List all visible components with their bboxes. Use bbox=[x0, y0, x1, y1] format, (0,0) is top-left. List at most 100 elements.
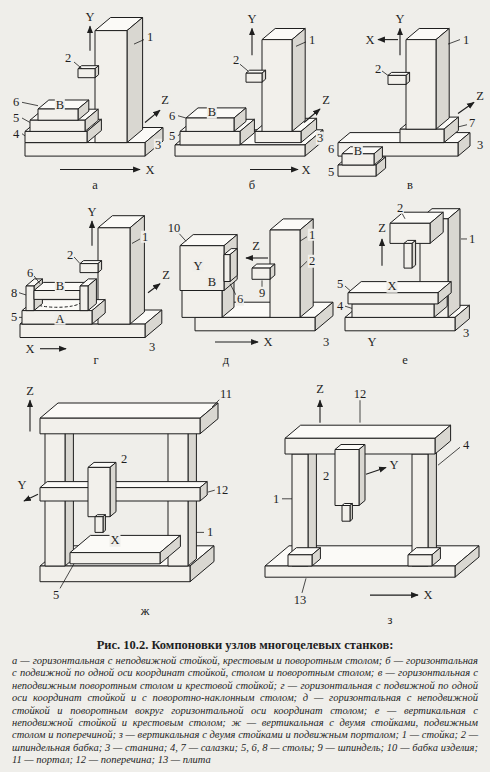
callout-label: 2 bbox=[64, 51, 72, 64]
axis-arrow bbox=[381, 239, 382, 266]
block-side bbox=[78, 100, 89, 120]
callout-label: X bbox=[109, 534, 120, 547]
callout-label: 12 bbox=[215, 484, 230, 497]
block-front bbox=[252, 268, 270, 279]
block-side bbox=[448, 209, 460, 318]
leader-line bbox=[300, 261, 307, 268]
callout-label: 5 bbox=[168, 130, 176, 143]
axis-arrow bbox=[370, 595, 418, 596]
callout-label: 2 bbox=[322, 470, 330, 483]
leader-line bbox=[22, 134, 25, 136]
block-front bbox=[78, 69, 95, 78]
callout-label: Y bbox=[388, 459, 399, 472]
block-front bbox=[186, 118, 234, 131]
block-front bbox=[25, 131, 87, 142]
leader-line bbox=[382, 71, 388, 75]
block-front bbox=[195, 317, 315, 330]
callout-label: Y bbox=[16, 479, 27, 492]
leader-line bbox=[448, 40, 460, 44]
callout-label: з bbox=[387, 614, 394, 627]
block-front bbox=[255, 131, 301, 142]
block-front bbox=[95, 517, 103, 533]
axis-arrow bbox=[251, 28, 252, 55]
callout-label: B bbox=[207, 275, 217, 288]
callout-label: 8 bbox=[10, 286, 18, 299]
block-side bbox=[127, 18, 143, 143]
block-front bbox=[25, 143, 145, 157]
leader-line bbox=[22, 102, 38, 105]
block-side bbox=[224, 235, 237, 291]
axis-arrow bbox=[319, 400, 320, 422]
leader-line bbox=[134, 40, 144, 44]
callout-label: 10 bbox=[167, 222, 182, 235]
callout-label: Y bbox=[84, 11, 95, 24]
leader-line bbox=[60, 564, 74, 589]
block-front bbox=[404, 243, 412, 268]
callout-label: 6 bbox=[12, 96, 20, 109]
block-front bbox=[40, 418, 200, 434]
callout-label: Y bbox=[86, 206, 97, 219]
block-side bbox=[262, 70, 266, 82]
block-front bbox=[224, 255, 230, 282]
leader-line bbox=[300, 237, 307, 241]
callout-label: 1 bbox=[141, 230, 149, 243]
block-front bbox=[80, 286, 88, 311]
block-side bbox=[406, 72, 410, 84]
axis-arrow bbox=[378, 39, 398, 40]
axis-arrow bbox=[304, 109, 320, 122]
callout-label: 1 bbox=[206, 526, 214, 539]
callout-label: A bbox=[54, 312, 65, 325]
callout-label: б bbox=[248, 179, 256, 192]
block-side bbox=[88, 279, 96, 311]
callout-label: X bbox=[364, 33, 375, 46]
callout-label: B bbox=[55, 98, 65, 111]
block-front bbox=[335, 450, 359, 506]
callout-label: 4 bbox=[336, 300, 344, 313]
callout-label: Z bbox=[160, 94, 170, 107]
axis-arrow bbox=[458, 102, 474, 113]
leader-line bbox=[296, 42, 306, 46]
leader-line bbox=[458, 125, 467, 127]
block-top bbox=[265, 546, 479, 566]
callout-label: ж bbox=[140, 605, 151, 618]
axis-arrow bbox=[215, 341, 258, 342]
callout-label: Y bbox=[246, 13, 257, 26]
block-front bbox=[246, 73, 262, 82]
callout-label: 7 bbox=[468, 116, 476, 129]
callout-label: 3 bbox=[462, 327, 470, 340]
callout-label: 6 bbox=[26, 266, 34, 279]
callout-label: Z bbox=[25, 385, 35, 398]
callout-label: 2 bbox=[308, 255, 316, 268]
callout-label: е bbox=[401, 354, 409, 367]
callout-label: в bbox=[406, 179, 414, 192]
callout-label: Z bbox=[161, 269, 171, 282]
block-side bbox=[430, 212, 443, 243]
callout-label: 6 bbox=[327, 143, 335, 156]
callout-label: 5 bbox=[10, 311, 18, 324]
block-side bbox=[412, 240, 416, 268]
leader-line bbox=[178, 116, 186, 118]
callout-label: Y bbox=[366, 336, 377, 349]
callout-label: 12 bbox=[353, 387, 368, 400]
block-front bbox=[180, 246, 224, 291]
axis-arrow bbox=[29, 400, 30, 431]
block-front bbox=[288, 555, 312, 566]
callout-label: г bbox=[92, 354, 99, 367]
axis-arrow bbox=[24, 494, 38, 501]
axis-arrow bbox=[145, 110, 160, 122]
block-front bbox=[262, 40, 292, 132]
block-side bbox=[458, 133, 470, 157]
callout-label: 5 bbox=[12, 112, 20, 125]
callout-label: 1 bbox=[146, 31, 154, 44]
callout-label: 2 bbox=[232, 54, 240, 67]
callout-label: 3 bbox=[154, 139, 162, 152]
block-side bbox=[359, 445, 365, 506]
callout-label: Y bbox=[394, 13, 405, 26]
callout-label: 1 bbox=[308, 228, 316, 241]
leader-line bbox=[240, 64, 248, 71]
callout-label: 1 bbox=[272, 493, 280, 506]
callout-label: 5 bbox=[336, 278, 344, 291]
callout-label: X bbox=[24, 342, 35, 355]
callout-label: 6 bbox=[168, 110, 176, 123]
callout-label: Z bbox=[475, 89, 485, 102]
